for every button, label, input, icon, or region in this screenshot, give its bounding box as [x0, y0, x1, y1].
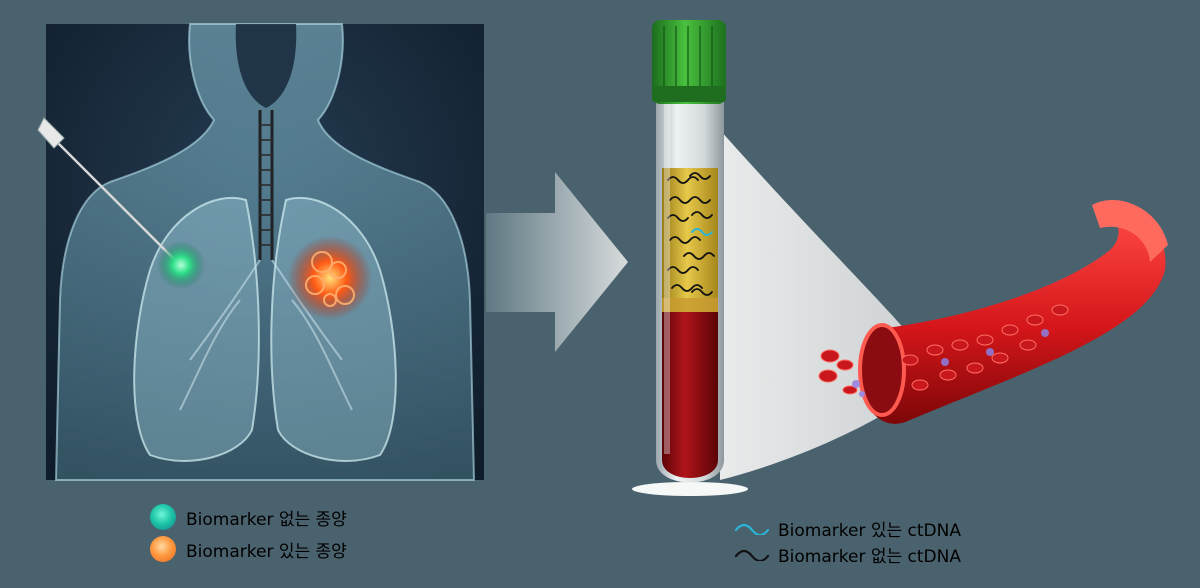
released-cells — [818, 349, 858, 395]
black-wave-icon — [734, 549, 770, 561]
blood-test-tube — [632, 20, 748, 496]
tumor-legend: Biomarker 없는 종양 Biomarker 있는 종양 — [150, 501, 347, 565]
blood-vessel — [818, 199, 1168, 424]
blood-layer — [662, 312, 718, 478]
legend-item-tumor-no-biomarker: Biomarker 없는 종양 — [150, 501, 347, 533]
biopsy-needle — [37, 117, 181, 266]
tumor-without-biomarker — [157, 241, 205, 289]
orange-circle-icon — [150, 536, 176, 562]
green-circle-icon — [150, 504, 176, 530]
zoom-beam — [720, 130, 905, 480]
legend-label: Biomarker 없는 종양 — [186, 509, 347, 530]
flow-arrow — [486, 172, 628, 352]
anatomy-panel — [37, 23, 484, 481]
legend-item-ctdna-with-biomarker: Biomarker 있는 ctDNA — [734, 515, 961, 541]
torso-silhouette — [54, 23, 476, 481]
ctdna-with-biomarker — [691, 228, 713, 236]
ctdna-strands — [667, 172, 715, 296]
vessel-opening — [858, 323, 906, 417]
cyan-wave-icon — [734, 523, 770, 535]
legend-label: Biomarker 없는 ctDNA — [778, 546, 961, 567]
legend-item-tumor-with-biomarker: Biomarker 있는 종양 — [150, 533, 347, 565]
legend-label: Biomarker 있는 ctDNA — [778, 520, 961, 541]
legend-label: Biomarker 있는 종양 — [186, 541, 347, 562]
ctdna-legend: Biomarker 있는 ctDNA Biomarker 없는 ctDNA — [734, 515, 961, 567]
legend-item-ctdna-no-biomarker: Biomarker 없는 ctDNA — [734, 541, 961, 567]
tumor-with-biomarker — [288, 236, 372, 320]
